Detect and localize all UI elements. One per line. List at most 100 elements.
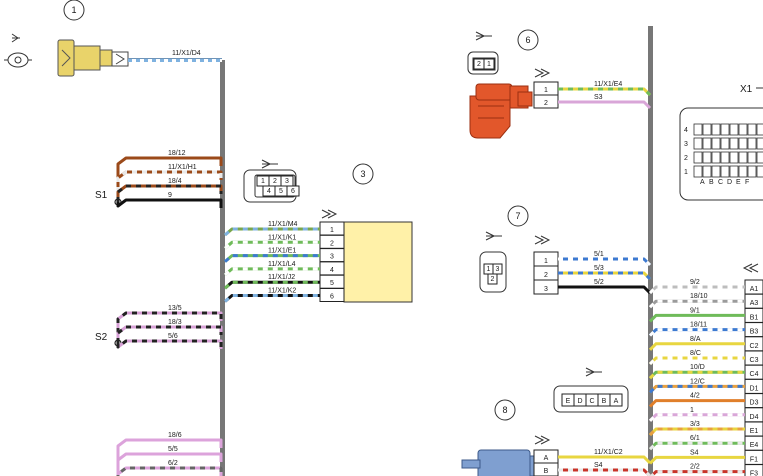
component-3-wire-4: [224, 267, 320, 277]
component-3-pin-2: 2: [319, 234, 345, 249]
component-7-wire-label-3: 5/2: [594, 279, 604, 286]
component-3-wire-5: [224, 280, 320, 290]
svg-text:B: B: [602, 398, 607, 405]
component-7-wire-2: [558, 271, 652, 281]
component-3-plug-pin-2: 2: [268, 175, 282, 187]
ecu-pin-D4: D4: [744, 407, 763, 423]
switch-s3-wire-label-2: 5/5: [168, 446, 178, 453]
ground-bus-left: [220, 60, 225, 476]
svg-text:F1: F1: [750, 456, 758, 463]
ecu-pin-B1: B1: [744, 307, 763, 323]
switch-s2-wire-label-3: 5/6: [168, 333, 178, 340]
switch-s1-wire-label-2: 11/X1/H1: [168, 164, 197, 171]
component-7-number-circle: [507, 205, 529, 227]
component-6-pin-2: 2: [533, 94, 559, 109]
svg-text:4: 4: [330, 267, 334, 274]
ecu-wire-label-A1: 9/2: [690, 279, 700, 286]
component-3-wire-label-2: 11/X1/K1: [268, 234, 296, 241]
component-3-module: [343, 221, 413, 303]
svg-text:C: C: [589, 398, 594, 405]
svg-text:1: 1: [544, 258, 548, 265]
sensor-symbol-icon: [4, 33, 32, 68]
component-3-plug-pin-6: 6: [286, 185, 300, 197]
component-3-wire-label-5: 11/X1/J2: [268, 274, 295, 281]
component-6-number: 6: [525, 35, 530, 45]
ecu-wire-label-B3: 18/11: [690, 322, 707, 329]
component-8-wire-label-B: S4: [594, 462, 603, 469]
sensor-body-icon: [57, 39, 129, 77]
svg-text:F3: F3: [750, 471, 758, 476]
component-7-plug-pin-1: 1: [483, 263, 494, 275]
svg-text:1: 1: [544, 87, 548, 94]
ecu-pin-D3: D3: [744, 393, 763, 409]
ecu-wire-F1: [648, 455, 745, 465]
svg-text:2: 2: [273, 178, 277, 185]
component-3-wire-6: [224, 294, 320, 303]
svg-text:2: 2: [330, 240, 334, 247]
switch-s3: 18/6 5/5 6/2: [116, 432, 223, 476]
component-1-number: 1: [71, 5, 76, 15]
component-6-wire-2: [558, 100, 652, 110]
component-3-pin-6: 6: [319, 288, 345, 302]
component-8-plug-pin-C: C: [585, 393, 599, 407]
ignition-coil-icon: [469, 83, 533, 139]
component-6-plug-pin-1: 1: [483, 58, 495, 70]
switch-s3-wire-label-3: 6/2: [168, 460, 178, 467]
svg-text:A1: A1: [750, 286, 759, 293]
ecu-wire-C3: [648, 356, 745, 366]
ecu-wire-label-D3: 4/2: [690, 393, 700, 400]
ecu-wire-F3: [649, 470, 745, 476]
ecu-wire-A3: [648, 299, 745, 309]
ecu-pin-E4: E4: [744, 435, 763, 451]
switch-s3-wire-label-1: 18/6: [168, 432, 182, 439]
component-8-number: 8: [502, 405, 507, 415]
component-3-wire-label-4: 11/X1/L4: [268, 261, 296, 268]
svg-text:3: 3: [544, 286, 548, 293]
ecu-wire-label-F3: 2/2: [690, 464, 700, 471]
ecu-pin-B3: B3: [744, 322, 763, 338]
switch-s2-wire-2: [116, 325, 223, 343]
component-6-number-circle: [517, 29, 539, 51]
switch-s1-wire-4: [116, 198, 223, 208]
switch-s2-wire-label-2: 18/3: [168, 319, 182, 326]
svg-text:3: 3: [285, 178, 289, 185]
svg-text:C4: C4: [750, 371, 759, 378]
ecu-wire-B3: [648, 328, 745, 337]
switch-s2-label: S2: [95, 332, 108, 343]
ecu-wire-D3: [648, 399, 745, 408]
switch-s1-wire-label-1: 18/12: [168, 150, 186, 157]
ecu-row-number-1: 1: [684, 169, 688, 176]
ecu-wire-label-C2: 8/A: [690, 336, 701, 343]
component-8-number-circle: [494, 399, 516, 421]
component-6-wire-label-1: 11/X1/E4: [594, 81, 622, 88]
ecu-wire-C4: [648, 370, 745, 380]
component-7-wire-label-2: 5/3: [594, 265, 604, 272]
switch-s1-wire-label-4: 9: [168, 192, 172, 199]
svg-text:5: 5: [330, 280, 334, 287]
ecu-column-letter-B: B: [709, 179, 714, 186]
component-3-plug-pin-1: 1: [256, 175, 270, 187]
svg-text:B1: B1: [750, 314, 759, 321]
svg-text:1: 1: [487, 266, 491, 273]
svg-text:1: 1: [330, 227, 334, 234]
component-3-wire-label-3: 11/X1/E1: [268, 248, 296, 255]
svg-text:E: E: [566, 398, 571, 405]
ecu-column-letter-E: E: [736, 179, 741, 186]
component-8-wire-label-A: 11/X1/C2: [594, 449, 623, 456]
ecu-wire-label-E1: 3/3: [690, 421, 700, 428]
component-3-wire-3: [224, 254, 320, 263]
component-3-plug-pin-4: 4: [262, 185, 276, 197]
svg-text:E1: E1: [750, 428, 759, 435]
ecu-wire-D4: [648, 413, 745, 422]
ecu-pin-A1: A1: [744, 279, 763, 295]
ecu-wire-E4: [648, 441, 745, 451]
component-3-pin-5: 5: [319, 274, 345, 289]
svg-text:B3: B3: [750, 329, 759, 336]
ecu-pin-F1: F1: [744, 449, 763, 465]
actuator-body-icon: [461, 449, 543, 476]
component-7-wire-label-1: 5/1: [594, 251, 604, 258]
component-3-wire-label-6: 11/X1/K2: [268, 288, 296, 295]
